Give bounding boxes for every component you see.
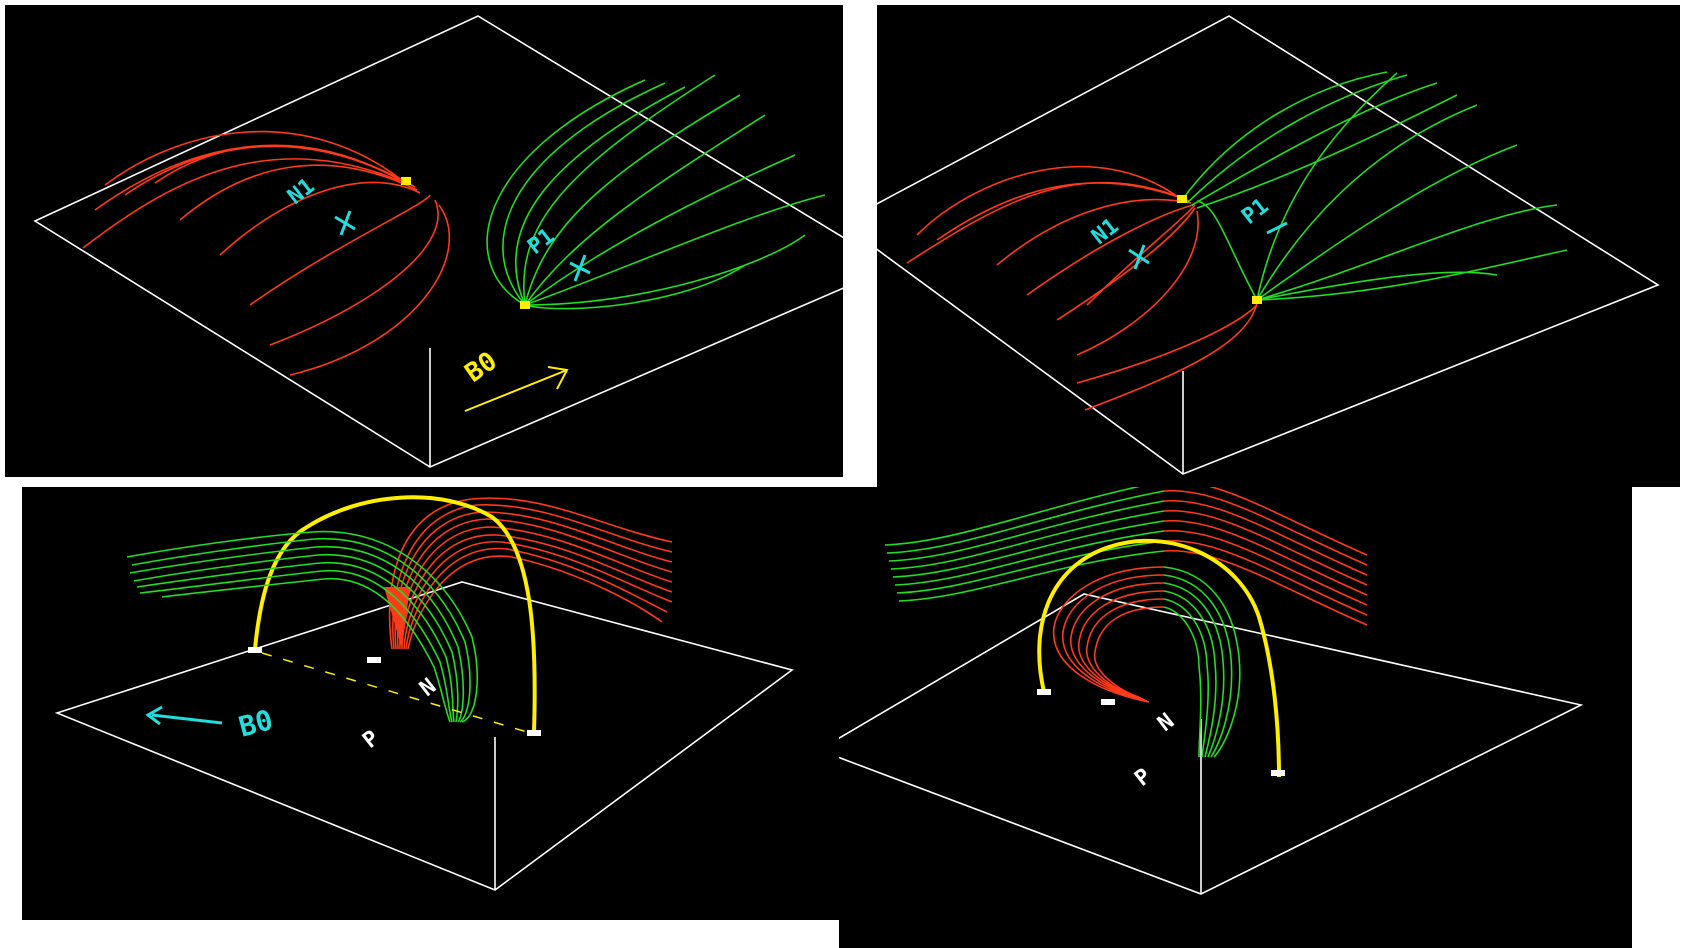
photosphere-plane xyxy=(54,581,794,891)
label-p: P xyxy=(1130,764,1156,792)
red-tube-footpoint xyxy=(384,587,410,649)
n1-marker xyxy=(334,210,356,236)
panel-top-right-reconnected-fields: N1 P1 xyxy=(877,5,1680,487)
photosphere-plane xyxy=(33,15,843,468)
label-n1: N1 xyxy=(1087,214,1123,250)
label-b0: B0 xyxy=(235,703,276,744)
source-markers-2 xyxy=(1177,195,1262,304)
red-field-lines-n1 xyxy=(906,166,1258,411)
b0-arrow xyxy=(145,705,223,726)
label-n1: N1 xyxy=(283,174,319,210)
n1-marker xyxy=(1128,244,1150,270)
panel-bottom-left-flux-tubes: B0 P N xyxy=(22,487,840,920)
green-inner-loops xyxy=(1163,566,1241,758)
green-field-lines-p1 xyxy=(1181,71,1568,301)
panel-bottom-right-reconnected-arcade: P N xyxy=(839,487,1632,948)
flux-tube-diagram-4: P N xyxy=(839,487,1584,895)
red-field-lines-n1 xyxy=(82,130,450,376)
red-overlying-lines xyxy=(1163,487,1368,626)
label-p1: P1 xyxy=(523,224,559,260)
photosphere-plane xyxy=(839,593,1584,895)
footpoint-markers xyxy=(248,647,541,736)
p1-marker xyxy=(1266,221,1288,235)
photosphere-plane xyxy=(877,15,1660,475)
green-overlying-lines xyxy=(884,487,1165,602)
field-line-diagram-2: N1 P1 xyxy=(877,15,1660,475)
green-flux-tube xyxy=(126,530,478,723)
label-n: N xyxy=(1153,709,1179,737)
label-p: P xyxy=(358,726,384,754)
label-b0: B0 xyxy=(460,346,503,389)
yellow-arch xyxy=(1037,538,1281,778)
yellow-arch xyxy=(253,495,537,733)
red-inner-loops xyxy=(1052,566,1165,703)
panel-top-left-separated-fields: N1 P1 B0 xyxy=(5,5,843,477)
b0-arrow xyxy=(464,366,569,412)
dashed-neutral-line xyxy=(261,652,528,733)
flux-tube-diagram-3: B0 P N xyxy=(54,495,794,891)
green-field-lines-p1 xyxy=(486,74,826,310)
source-markers-1 xyxy=(401,177,530,309)
label-p1: P1 xyxy=(1237,194,1273,230)
p1-marker xyxy=(569,254,591,282)
footpoint-markers xyxy=(1037,689,1285,776)
field-line-diagram-1: N1 P1 B0 xyxy=(33,15,843,468)
